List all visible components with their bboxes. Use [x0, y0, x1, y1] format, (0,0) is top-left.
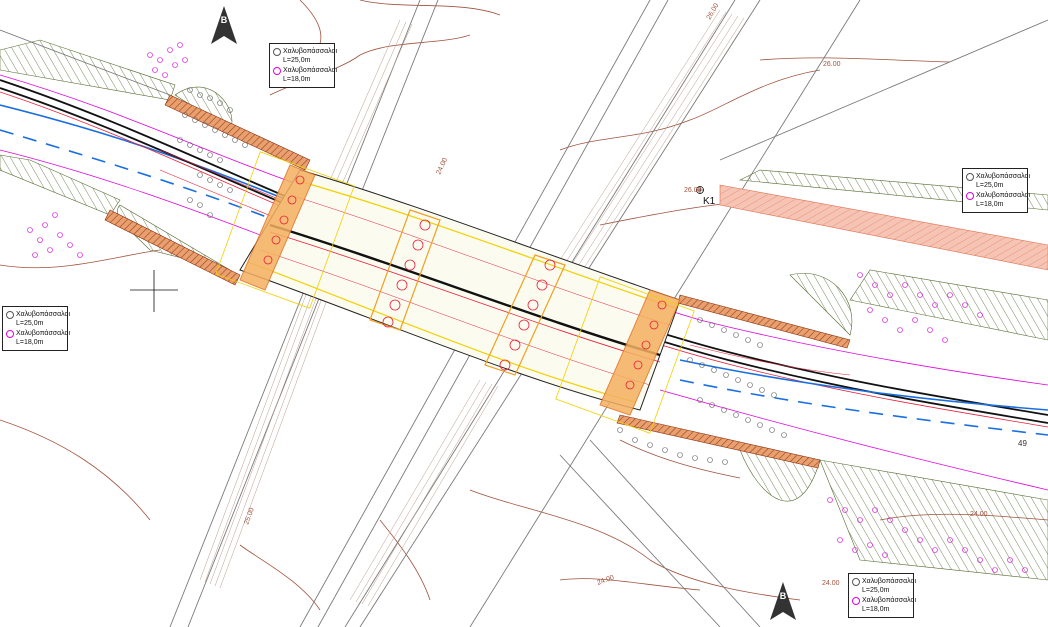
north-arrow-icon: B — [211, 6, 237, 46]
legend-label: Χαλυβοπάσσαλοι — [976, 192, 1031, 199]
legend-length: L=18,0m — [283, 76, 311, 83]
circle-gray-icon — [6, 311, 14, 319]
benchmark-k1: K1 — [696, 186, 716, 207]
legend-label: Χαλυβοπάσσαλοι — [283, 48, 338, 55]
legend-length: L=25,0m — [16, 320, 44, 327]
circle-magenta-icon — [852, 597, 860, 605]
bridge-deck — [239, 169, 681, 411]
legend-length: L=25,0m — [862, 587, 890, 594]
circle-magenta-icon — [966, 192, 974, 200]
piles-18m — [27, 42, 1028, 573]
contour-lines — [0, 0, 1048, 611]
legend-length: L=18,0m — [976, 201, 1004, 208]
legend-label: Χαλυβοπάσσαλοι — [862, 597, 917, 604]
north-arrow-letter: B — [220, 15, 228, 25]
legend-length: L=18,0m — [862, 606, 890, 613]
north-arrow-icon: B — [770, 582, 796, 622]
legend-label: Χαλυβοπάσσαλοι — [976, 173, 1031, 180]
pier-piles — [263, 175, 667, 390]
legend-length: L=25,0m — [283, 57, 311, 64]
pier-count-label: 49 — [1018, 439, 1027, 448]
contour-label: 24.00 — [822, 580, 840, 587]
circle-gray-icon — [852, 578, 860, 586]
embankments — [0, 39, 1048, 581]
legend-label: Χαλυβοπάσσαλοι — [862, 578, 917, 585]
contour-label: 26.00 — [684, 187, 702, 194]
piers — [215, 151, 695, 434]
legend-length: L=18,0m — [16, 339, 44, 346]
abutment-walls — [104, 94, 851, 469]
circle-gray-icon — [273, 48, 281, 56]
legend-label: Χαλυβοπάσσαλοι — [16, 330, 71, 337]
road-strip-right — [719, 184, 1048, 271]
piles-25m — [177, 87, 787, 465]
circle-magenta-icon — [6, 330, 14, 338]
contour-label: 24.00 — [435, 157, 449, 176]
contour-label: 25.00 — [243, 507, 256, 526]
benchmark-label: K1 — [703, 196, 716, 207]
crosshair-marker — [130, 270, 178, 312]
contour-label: 24.00 — [970, 511, 988, 518]
legend-label: Χαλυβοπάσσαλοι — [283, 67, 338, 74]
north-arrow-letter: B — [779, 591, 787, 601]
legend-label: Χαλυβοπάσσαλοι — [16, 311, 71, 318]
contour-label: 26.00 — [706, 2, 721, 21]
contour-label: 24.00 — [596, 574, 615, 587]
circle-magenta-icon — [273, 67, 281, 75]
legend-length: L=25,0m — [976, 182, 1004, 189]
contour-label: 26.00 — [823, 61, 841, 68]
circle-gray-icon — [966, 173, 974, 181]
